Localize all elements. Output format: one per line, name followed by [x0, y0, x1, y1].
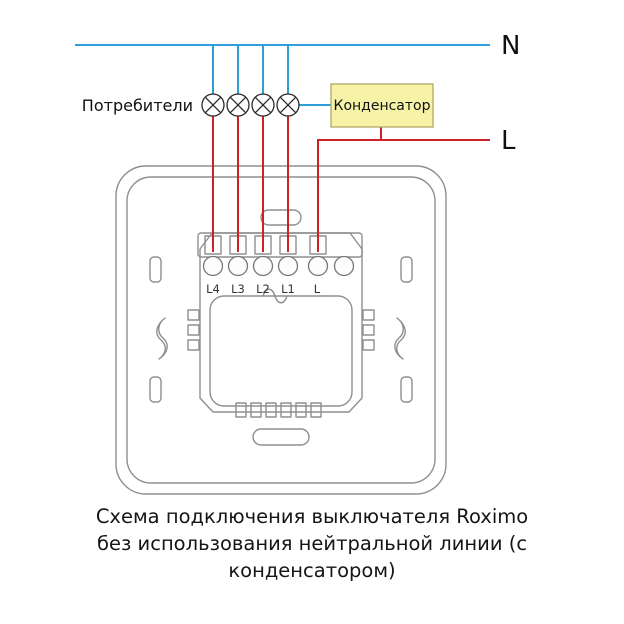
- lamp-icon: [251, 93, 275, 117]
- terminal-label-l2: L2: [256, 282, 270, 296]
- terminal-screws: [202, 255, 355, 277]
- caption-line-1: Схема подключения выключателя Roximo: [95, 505, 529, 528]
- curved-slot-right: [394, 317, 406, 360]
- diagram-caption: Схема подключения выключателя Roximo без…: [0, 503, 624, 584]
- lamp-icon: [276, 93, 300, 117]
- top-oval-slot: [260, 209, 302, 226]
- mount-slot-bottom-left: [149, 376, 162, 403]
- capacitor-box: [330, 83, 434, 128]
- neutral-label: N: [501, 31, 520, 61]
- mount-slot-bottom-right: [400, 376, 413, 403]
- curved-slot-left: [156, 317, 168, 360]
- neutral-wires: [75, 44, 490, 106]
- terminal-block: [197, 232, 363, 258]
- terminal-labels: L4 L3 L2 L1 L: [206, 282, 321, 296]
- bottom-oval-slot: [252, 428, 310, 446]
- capacitor-label: Конденсатор: [334, 98, 431, 114]
- terminal-strip: [197, 232, 363, 258]
- mount-slot-top-right: [400, 256, 413, 283]
- caption-line-2: без использования нейтральной линии (с: [96, 532, 528, 555]
- caption-line-3: конденсатором): [228, 559, 396, 582]
- switch-module-body: [209, 295, 353, 407]
- bottom-pins: [235, 402, 322, 418]
- lamp-icons: [201, 93, 300, 117]
- live-wires: [212, 116, 490, 252]
- terminal-label-l4: L4: [206, 282, 220, 296]
- terminal-label-l: L: [314, 282, 321, 296]
- mount-slot-top-left: [149, 256, 162, 283]
- live-label: L: [501, 126, 516, 156]
- side-tabs: [187, 309, 375, 351]
- lamp-icon: [201, 93, 225, 117]
- module-top-notch: [262, 288, 288, 304]
- switch-module-outline: [199, 232, 363, 413]
- plate-outer-border: [115, 165, 447, 495]
- capacitor: Конденсатор: [330, 83, 434, 128]
- terminal-label-l1: L1: [281, 282, 295, 296]
- plate-inner-border: [126, 176, 436, 484]
- terminal-label-l3: L3: [231, 282, 245, 296]
- lamp-icon: [226, 93, 250, 117]
- consumers-label: Потребители: [82, 96, 193, 115]
- switch-back-plate: [115, 165, 447, 495]
